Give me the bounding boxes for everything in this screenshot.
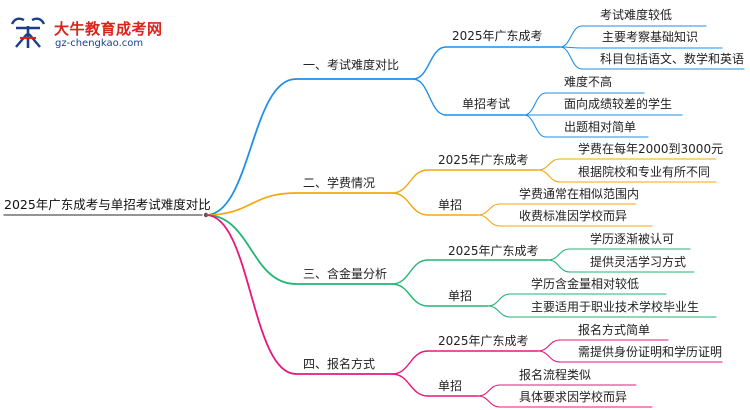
sub-branch-connector xyxy=(391,169,429,194)
leaf-label: 学历逐渐被认可 xyxy=(590,232,675,246)
leaf-label: 学历含金量相对较低 xyxy=(531,277,640,291)
branch-connector xyxy=(205,214,297,285)
logo-url: gz-chengkao.com xyxy=(55,38,144,49)
leaf-connector xyxy=(559,25,583,48)
sub-branch-label: 2025年广东成考 xyxy=(448,244,539,258)
leaf-label: 需提供身份证明和学历证明 xyxy=(578,345,723,359)
leaf-connector xyxy=(477,214,501,227)
leaf-connector xyxy=(547,248,571,261)
leaf-label: 报名方式简单 xyxy=(578,323,651,337)
leaf-connector xyxy=(477,395,501,408)
leaf-connector xyxy=(477,384,501,397)
leaf-connector xyxy=(537,339,561,352)
leaf-label: 根据院校和专业有所不同 xyxy=(578,165,711,179)
leaf-label: 考试难度较低 xyxy=(600,8,673,22)
branch-label: 二、学费情况 xyxy=(303,176,376,190)
leaf-connector xyxy=(559,46,583,70)
sub-branch-connector xyxy=(391,373,429,397)
branch-label: 四、报名方式 xyxy=(303,357,376,371)
leaf-label: 收费标准因学校而异 xyxy=(519,209,628,223)
leaf-label: 学费通常在相似范围内 xyxy=(519,187,640,201)
sub-branch-label: 2025年广东成考 xyxy=(438,153,529,167)
leaf-label: 科目包括语文、数学和英语 xyxy=(600,52,745,66)
mindmap-root: 2025年广东成考与单招考试难度对比 xyxy=(4,197,211,212)
site-logo[interactable]: 大牛教育成考网 gz-chengkao.com xyxy=(6,14,186,54)
leaf-connector xyxy=(547,259,571,273)
branch-connector xyxy=(205,78,297,216)
sub-branch-label: 单招 xyxy=(448,289,473,303)
sub-branch-connector xyxy=(412,78,447,116)
bull-logo-icon xyxy=(10,17,46,48)
sub-branch-label: 2025年广东成考 xyxy=(438,334,529,348)
sub-branch-connector xyxy=(391,259,429,285)
branch-label: 三、含金量分析 xyxy=(303,267,388,281)
leaf-connector xyxy=(523,92,547,116)
leaf-label: 面向成绩较差的学生 xyxy=(564,97,673,111)
leaf-connector xyxy=(537,350,561,363)
leaf-label: 难度不高 xyxy=(564,75,613,89)
leaf-connector xyxy=(523,114,547,138)
sub-branch-connector xyxy=(391,350,429,375)
sub-branch-label: 单招 xyxy=(438,198,463,212)
branch-label: 一、考试难度对比 xyxy=(303,58,400,72)
leaf-label: 提供灵活学习方式 xyxy=(590,255,687,269)
leaf-connector xyxy=(537,158,561,171)
logo-title: 大牛教育成考网 xyxy=(54,20,163,38)
branch-connector xyxy=(205,192,297,216)
leaf-label: 出题相对简单 xyxy=(564,120,637,134)
leaf-label: 报名流程类似 xyxy=(519,368,592,382)
sub-branch-label: 单招 xyxy=(438,379,463,393)
leaf-connector xyxy=(487,293,511,307)
leaf-connector xyxy=(477,203,501,216)
leaf-connector xyxy=(537,169,561,183)
branch-connector xyxy=(205,214,297,375)
leaf-label: 主要考察基础知识 xyxy=(602,30,699,44)
sub-branch-connector xyxy=(412,46,447,80)
leaf-connector xyxy=(487,305,511,318)
leaf-label: 主要适用于职业技术学校毕业生 xyxy=(531,300,700,314)
leaf-label: 具体要求因学校而异 xyxy=(519,390,628,404)
sub-branch-label: 单招考试 xyxy=(462,97,511,111)
sub-branch-connector xyxy=(391,283,429,307)
sub-branch-connector xyxy=(391,192,429,216)
leaf-label: 学费在每年2000到3000元 xyxy=(578,142,724,156)
sub-branch-label: 2025年广东成考 xyxy=(452,29,543,43)
